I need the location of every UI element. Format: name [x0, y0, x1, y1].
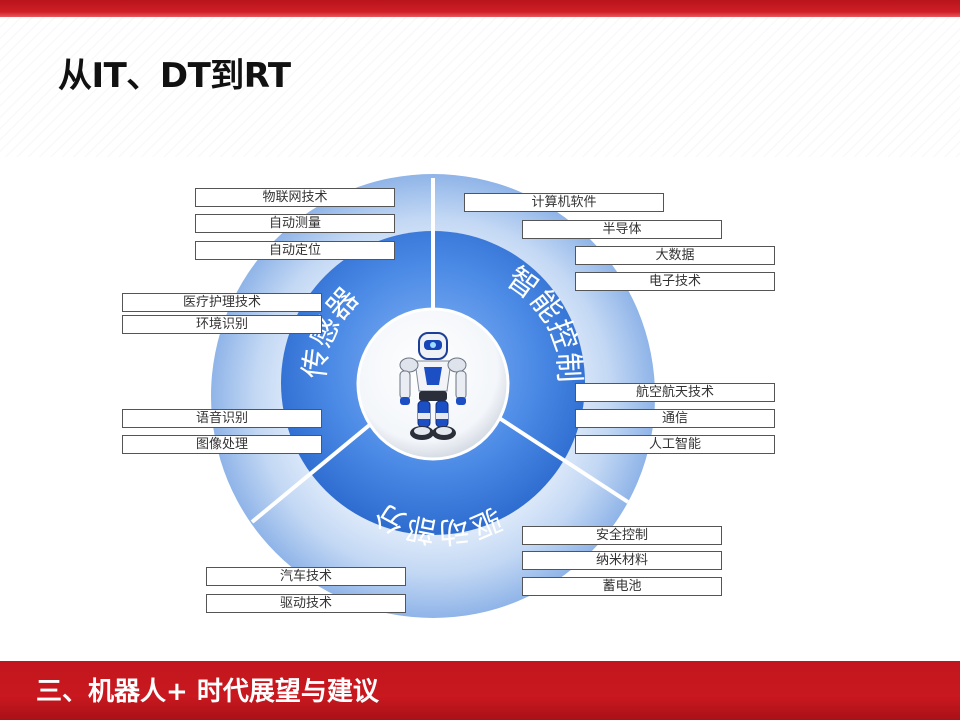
label-image-proc: 图像处理	[122, 435, 322, 454]
label-communication: 通信	[575, 409, 775, 428]
section-footer: 三、机器人+ 时代展望与建议	[36, 677, 379, 707]
label-safety: 安全控制	[522, 526, 722, 545]
label-env-recog: 环境识别	[122, 315, 322, 334]
segment-dividers	[250, 178, 630, 524]
label-voice-recog: 语音识别	[122, 409, 322, 428]
page-title: 从IT、DT到RT	[58, 56, 291, 96]
label-big-data: 大数据	[575, 246, 775, 265]
label-semiconductor: 半导体	[522, 220, 722, 239]
label-electronics: 电子技术	[575, 272, 775, 291]
label-software: 计算机软件	[464, 193, 664, 212]
label-auto-locate: 自动定位	[195, 241, 395, 260]
label-iot: 物联网技术	[195, 188, 395, 207]
label-auto-measure: 自动测量	[195, 214, 395, 233]
label-ai: 人工智能	[575, 435, 775, 454]
label-nano: 纳米材料	[522, 551, 722, 570]
robot-icon	[399, 332, 467, 440]
label-aerospace: 航空航天技术	[575, 383, 775, 402]
label-auto-tech: 汽车技术	[206, 567, 406, 586]
top-banner	[0, 0, 960, 17]
label-battery: 蓄电池	[522, 577, 722, 596]
label-medical: 医疗护理技术	[122, 293, 322, 312]
label-drive-tech: 驱动技术	[206, 594, 406, 613]
bottom-banner: 三、机器人+ 时代展望与建议	[0, 661, 960, 720]
